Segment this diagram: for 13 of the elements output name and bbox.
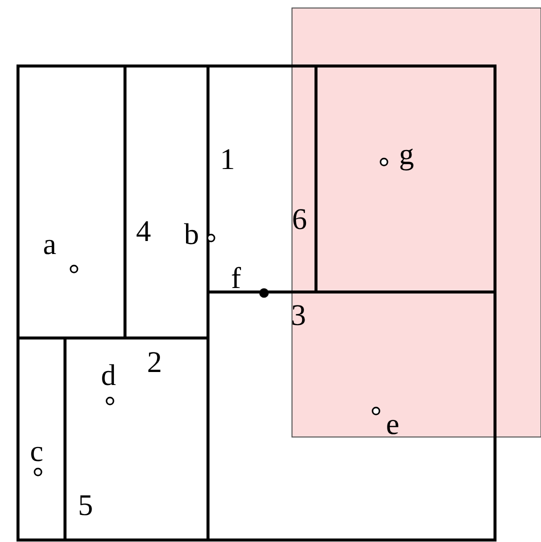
region-number: 4 [136,217,151,247]
point-label: b [184,220,199,250]
point-label: a [43,230,56,260]
point-label: f [231,264,241,294]
region-number: 3 [291,301,306,331]
point-label: e [386,410,400,440]
region-number: 1 [220,145,235,175]
point-label: g [399,140,414,170]
region-number: 5 [78,491,93,521]
region-number: 6 [292,205,307,235]
region-number: 2 [147,348,162,378]
point-label: c [30,437,44,467]
point-label: d [101,361,116,391]
